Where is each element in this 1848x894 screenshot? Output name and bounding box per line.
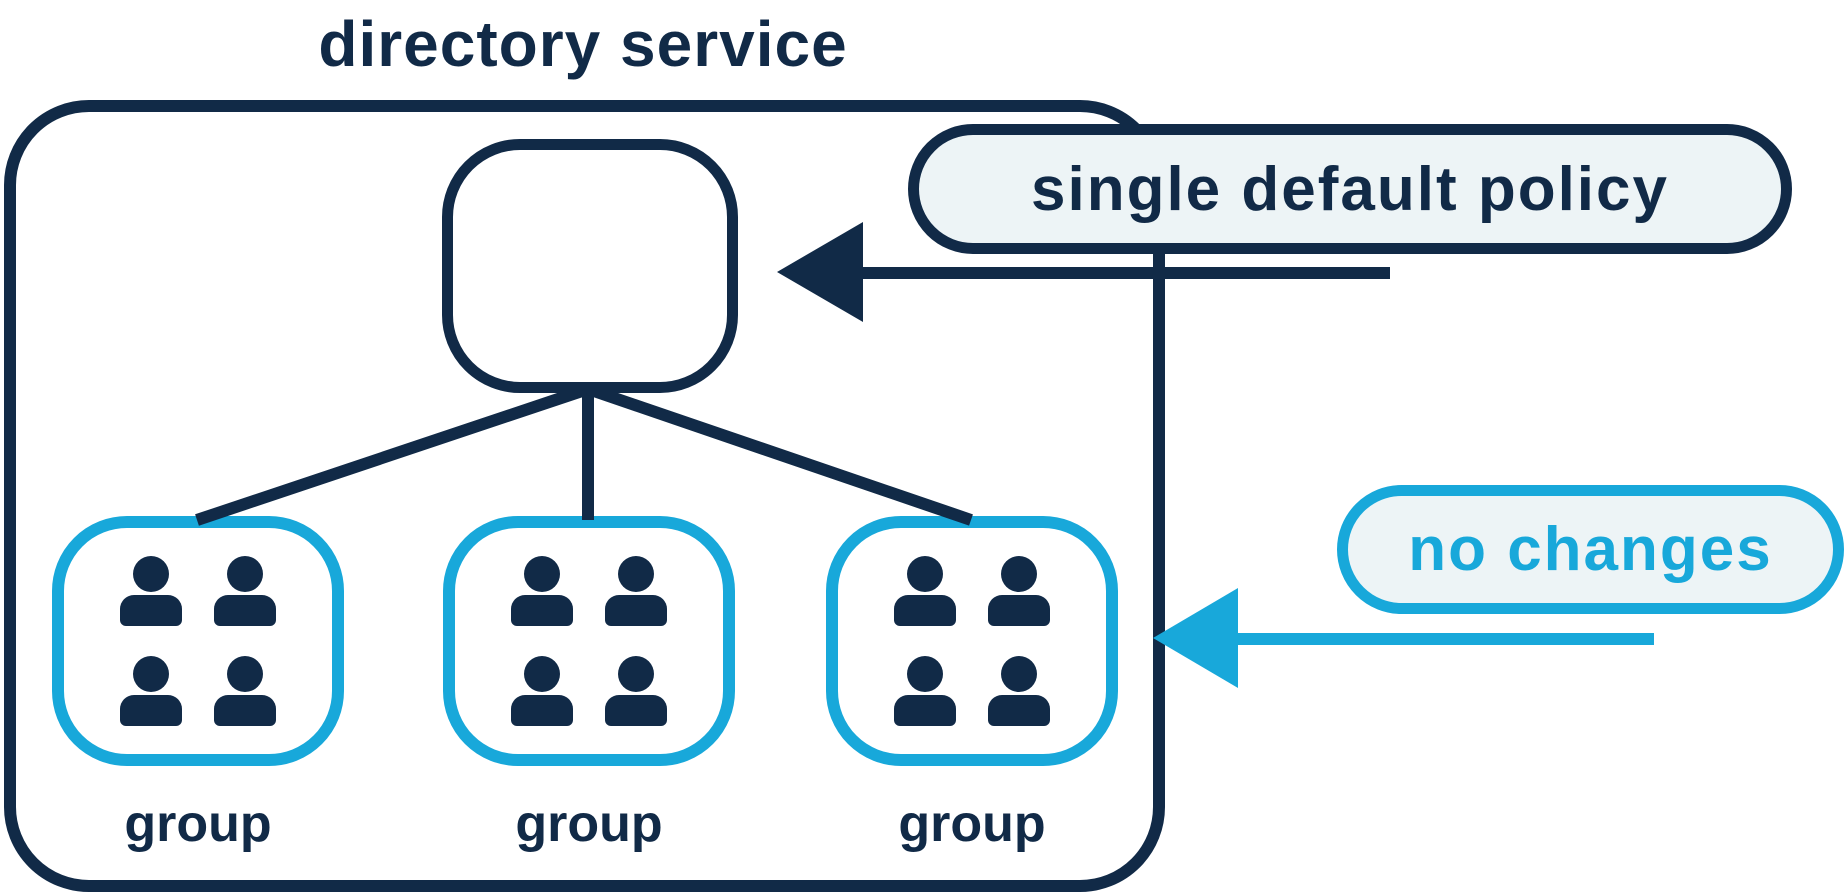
person-body [605, 595, 667, 626]
person-head [133, 656, 169, 692]
person-icon [988, 556, 1050, 626]
person-icon [511, 556, 573, 626]
group-1: group [52, 516, 344, 850]
person-head [524, 556, 560, 592]
person-head [1001, 656, 1037, 692]
person-icon [605, 556, 667, 626]
person-icon [605, 656, 667, 726]
person-body [214, 595, 276, 626]
person-head [907, 556, 943, 592]
policy-node [442, 139, 738, 393]
group-3-label: group [898, 795, 1046, 853]
person-head [133, 556, 169, 592]
group-1-box [52, 516, 344, 766]
person-head [618, 656, 654, 692]
group-3: group [826, 516, 1118, 850]
person-body [120, 695, 182, 726]
policy-arrow-shaft [860, 267, 1390, 279]
person-head [227, 656, 263, 692]
person-body [214, 695, 276, 726]
group-2-box [443, 516, 735, 766]
person-icon [214, 656, 276, 726]
person-body [988, 595, 1050, 626]
person-icon [214, 556, 276, 626]
single-default-policy-badge: single default policy [908, 124, 1792, 254]
group-2: group [443, 516, 735, 850]
directory-service-box [4, 100, 1165, 892]
person-icon [894, 656, 956, 726]
person-head [1001, 556, 1037, 592]
person-icon [988, 656, 1050, 726]
group-3-members [838, 528, 1106, 754]
person-head [907, 656, 943, 692]
group-1-members [64, 528, 332, 754]
person-head [227, 556, 263, 592]
person-body [894, 595, 956, 626]
group-1-label: group [124, 795, 272, 853]
person-body [511, 595, 573, 626]
person-icon [894, 556, 956, 626]
person-icon [120, 556, 182, 626]
no-changes-arrow-left-arrow-icon [1153, 588, 1238, 688]
person-icon [511, 656, 573, 726]
no-changes-badge: no changes [1337, 485, 1844, 614]
page-title: directory service [318, 8, 848, 80]
group-3-box [826, 516, 1118, 766]
person-head [524, 656, 560, 692]
person-head [618, 556, 654, 592]
person-icon [120, 656, 182, 726]
group-2-members [455, 528, 723, 754]
person-body [511, 695, 573, 726]
policy-arrow-left-arrow-icon [777, 222, 863, 322]
person-body [605, 695, 667, 726]
no-changes-arrow-shaft [1234, 633, 1654, 645]
group-2-label: group [515, 795, 663, 853]
person-body [120, 595, 182, 626]
person-body [988, 695, 1050, 726]
person-body [894, 695, 956, 726]
